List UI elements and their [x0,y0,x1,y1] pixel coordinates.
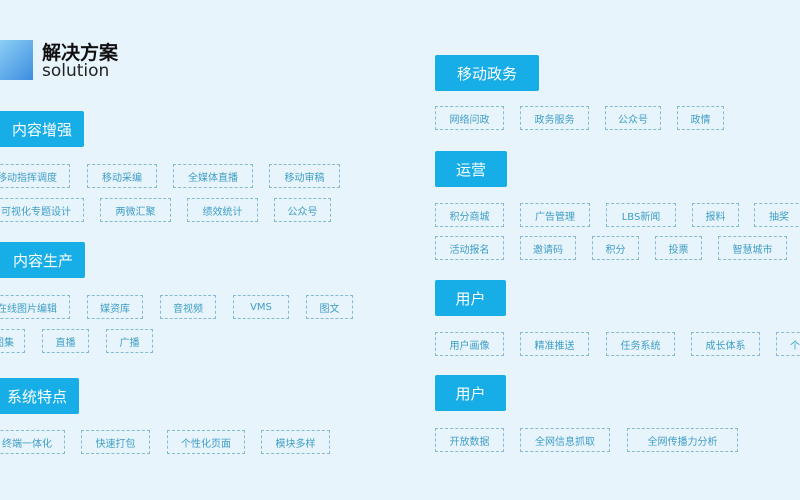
tag[interactable]: 音视频 [160,295,216,319]
tag[interactable]: 移动指挥调度 [0,164,70,188]
section-users: 用户 [435,280,506,316]
tag[interactable]: 移动采编 [87,164,157,188]
section-mobile-government: 移动政务 [435,55,539,91]
tag[interactable]: 图集 [0,329,25,353]
tag[interactable]: 邀请码 [520,236,576,260]
tag[interactable]: 直播 [42,329,89,353]
tag[interactable]: 移动审稿 [269,164,340,188]
tag[interactable]: 终端一体化 [0,430,65,454]
tag[interactable]: 快速打包 [81,430,150,454]
tag[interactable]: 精准推送 [520,332,589,356]
tag[interactable]: 全媒体直播 [173,164,253,188]
tag[interactable]: 用户画像 [435,332,504,356]
tag[interactable]: LBS新闻 [606,203,676,227]
tag[interactable]: 公众号 [605,106,661,130]
tag[interactable]: 可视化专题设计 [0,198,84,222]
tag[interactable]: 图文 [306,295,353,319]
tag[interactable]: 智慧城市 [718,236,787,260]
tag[interactable]: 广告管理 [520,203,590,227]
section-users-2: 用户 [435,375,506,411]
logo-icon [0,40,33,80]
tag[interactable]: VMS [233,295,289,319]
tag[interactable]: 绩效统计 [187,198,258,222]
tag[interactable]: 媒资库 [87,295,143,319]
tag[interactable]: 广播 [106,329,153,353]
tag[interactable]: 成长体系 [691,332,760,356]
tag[interactable]: 个性化页面 [167,430,245,454]
tag[interactable]: 模块多样 [261,430,330,454]
tag[interactable]: 积分商城 [435,203,504,227]
section-content-production: 内容生产 [0,242,85,278]
tag[interactable]: 全网传播力分析 [627,428,738,452]
section-operations: 运营 [435,151,507,187]
tag[interactable]: 活动报名 [435,236,504,260]
tag[interactable]: 开放数据 [435,428,504,452]
tag[interactable]: 在线图片编辑 [0,295,70,319]
section-system-features: 系统特点 [0,378,79,414]
tag[interactable]: 积分 [592,236,639,260]
page-title: 解决方案 [42,42,119,64]
tag[interactable]: 政情 [677,106,724,130]
section-content-enhance: 内容增强 [0,111,84,147]
tag[interactable]: 公众号 [274,198,331,222]
tag[interactable]: 报料 [692,203,739,227]
tag[interactable]: 网络问政 [435,106,504,130]
tag[interactable]: 投票 [655,236,702,260]
tag[interactable]: 两微汇聚 [100,198,171,222]
tag[interactable]: 政务服务 [520,106,589,130]
tag[interactable]: 个 [776,332,800,356]
page-subtitle: solution [42,61,110,81]
tag[interactable]: 抽奖 [754,203,800,227]
tag[interactable]: 任务系统 [606,332,675,356]
tag[interactable]: 全网信息抓取 [520,428,610,452]
